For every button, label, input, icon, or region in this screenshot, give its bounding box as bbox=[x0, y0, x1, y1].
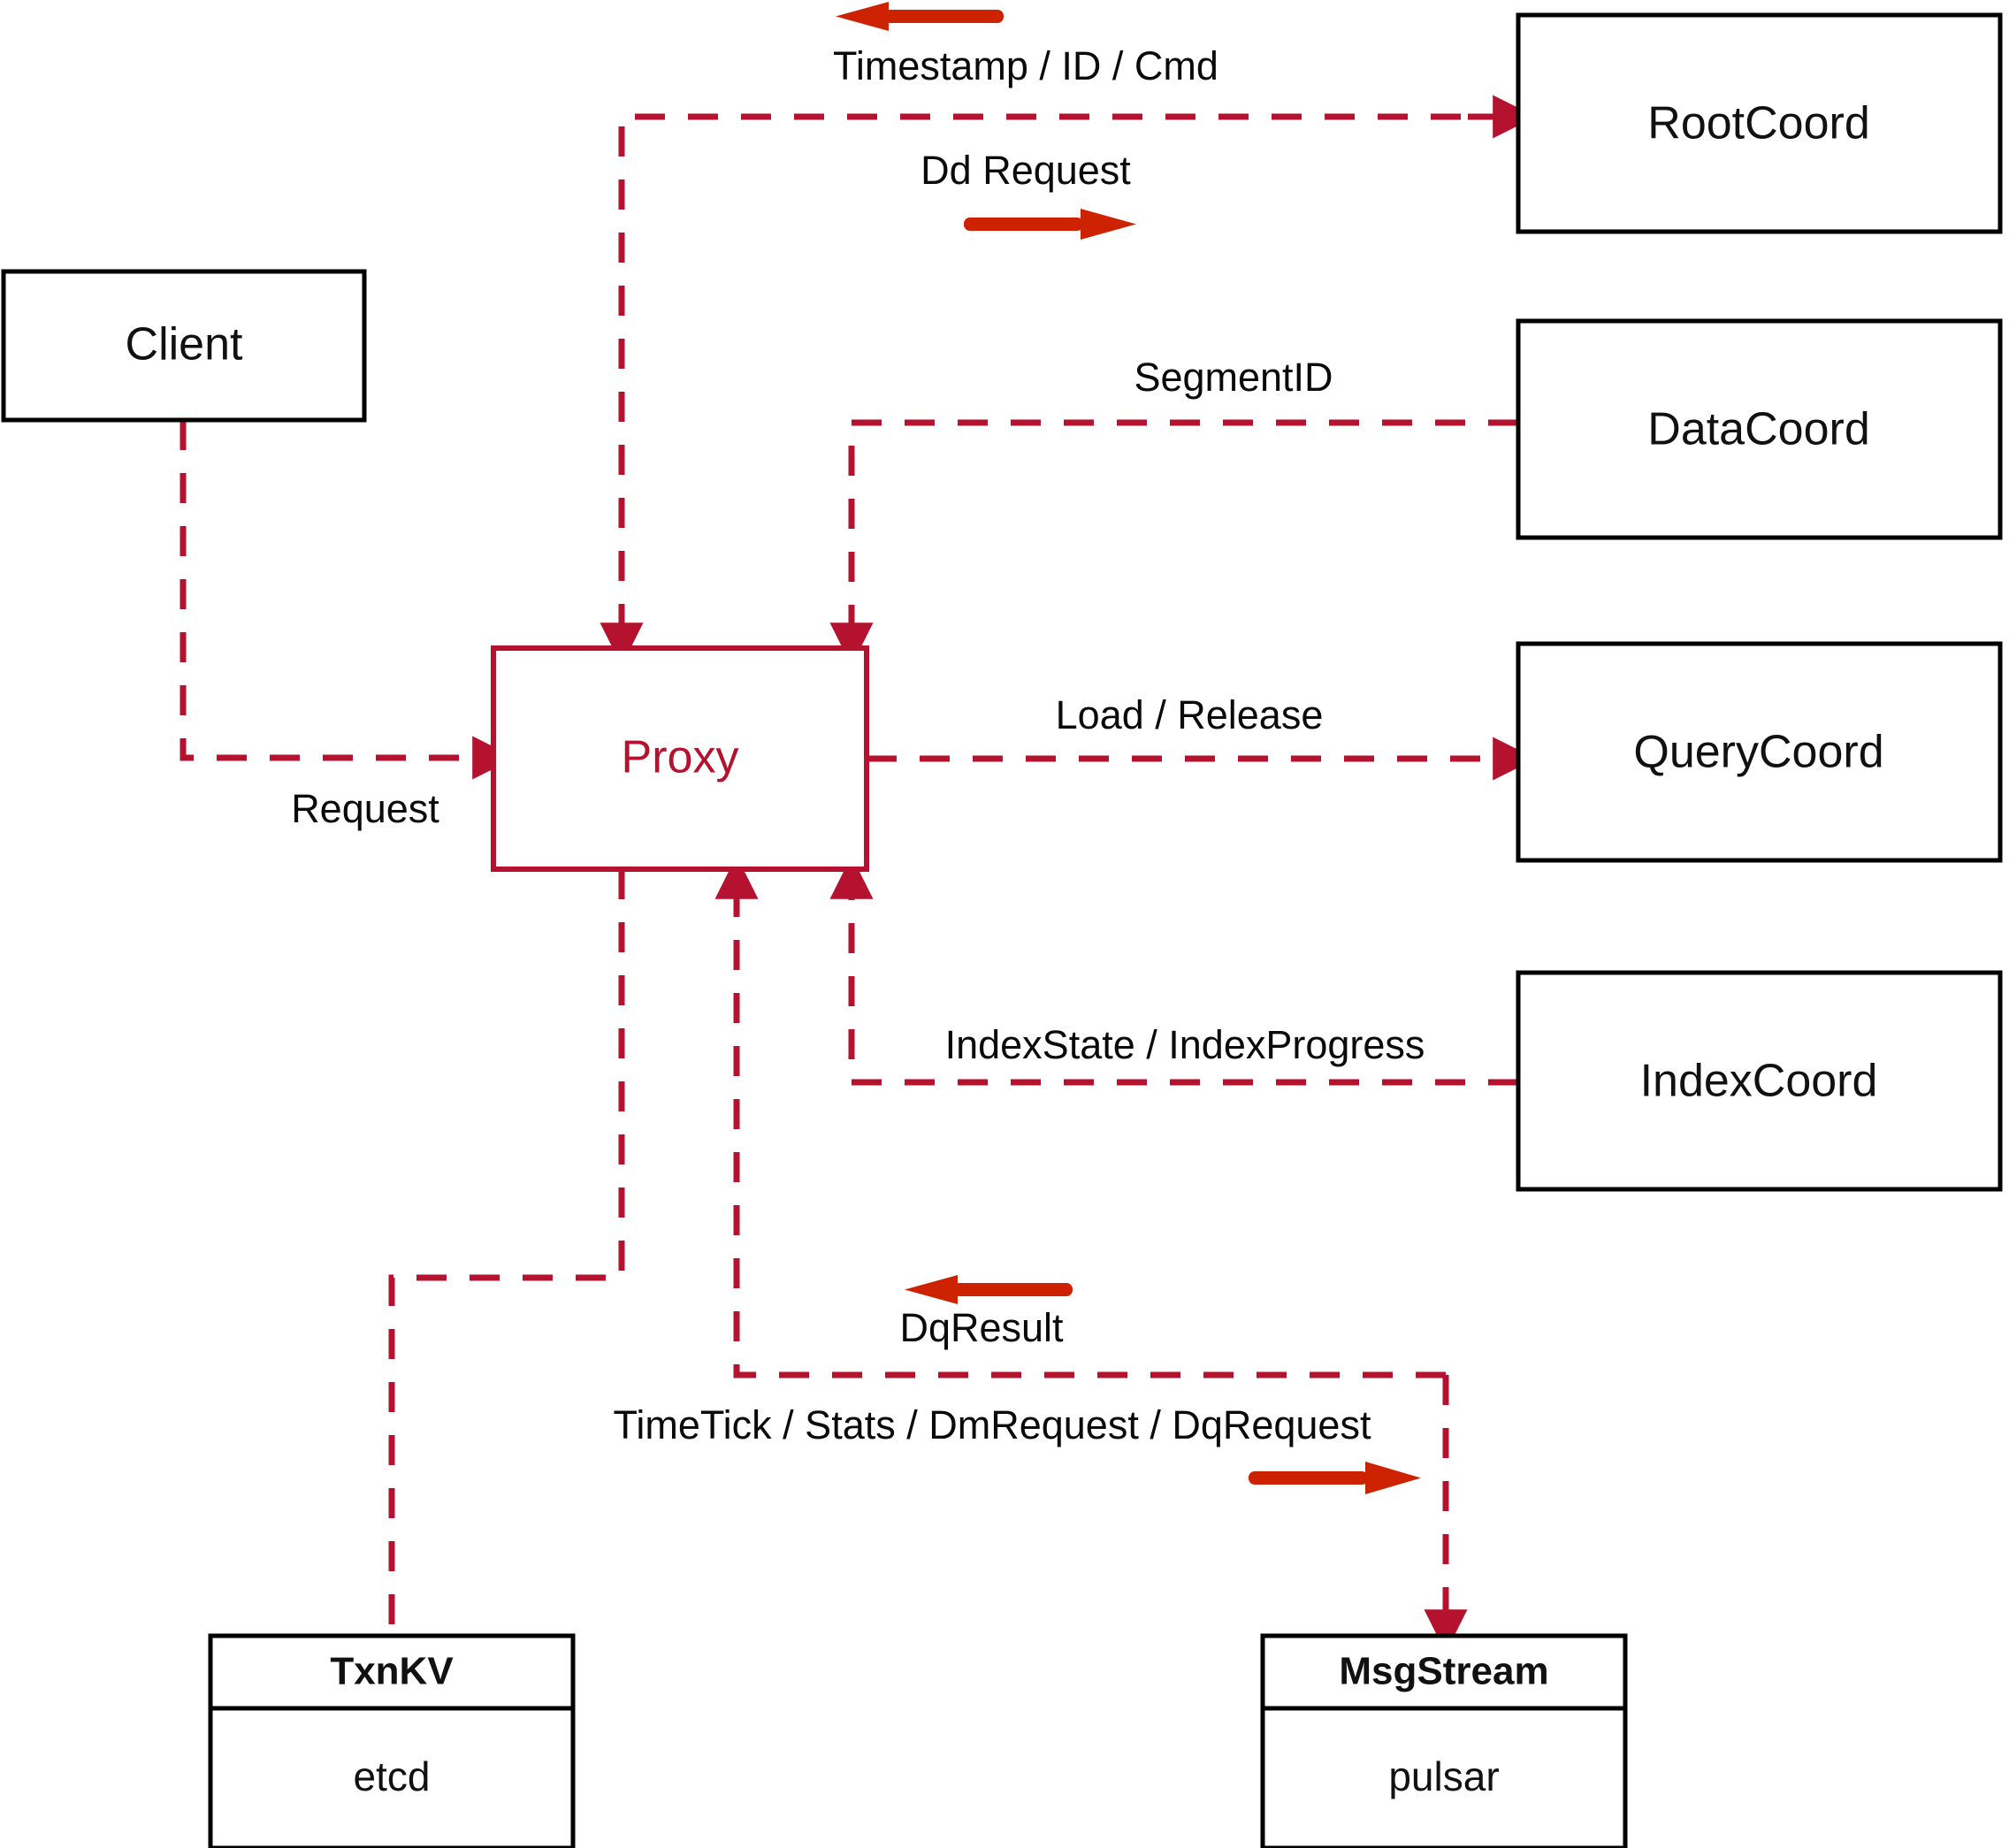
edge-msgstream-dqresult bbox=[714, 855, 1446, 1378]
edge-datacoord-segmentid bbox=[829, 419, 1518, 667]
edge-label-dqresult: DqResult bbox=[899, 1305, 1064, 1350]
node-querycoord[interactable]: QueryCoord bbox=[1516, 641, 2003, 863]
node-txnkv[interactable]: TxnKV etcd bbox=[208, 1633, 576, 1848]
edge-label-indexstate: IndexState / IndexProgress bbox=[945, 1022, 1425, 1067]
edge-indexcoord-state bbox=[829, 855, 1518, 1086]
node-rootcoord-label: RootCoord bbox=[1647, 98, 1869, 149]
node-msgstream-impl: pulsar bbox=[1388, 1753, 1499, 1799]
edge-label-timetick-stats: TimeTick / Stats / DmRequest / DqRequest bbox=[614, 1402, 1371, 1447]
node-indexcoord-label: IndexCoord bbox=[1640, 1056, 1878, 1107]
node-txnkv-title: TxnKV bbox=[330, 1650, 454, 1693]
emphasis-arrow-left-dqresult bbox=[905, 1275, 1073, 1304]
node-client-label: Client bbox=[126, 319, 243, 370]
edge-rootcoord-reply bbox=[600, 113, 1514, 667]
emphasis-arrow-right-dqrequest bbox=[1249, 1462, 1421, 1494]
node-datacoord[interactable]: DataCoord bbox=[1516, 318, 2003, 540]
node-indexcoord[interactable]: IndexCoord bbox=[1516, 970, 2003, 1192]
emphasis-arrow-right-ddrequest bbox=[964, 209, 1136, 240]
node-querycoord-label: QueryCoord bbox=[1633, 727, 1883, 778]
node-client[interactable]: Client bbox=[1, 269, 367, 423]
node-rootcoord[interactable]: RootCoord bbox=[1516, 12, 2003, 234]
edge-label-request: Request bbox=[291, 786, 439, 831]
node-proxy[interactable]: Proxy bbox=[491, 645, 869, 872]
edge-label-load-release: Load / Release bbox=[1056, 692, 1324, 737]
node-proxy-label: Proxy bbox=[622, 732, 739, 783]
node-msgstream-title: MsgStream bbox=[1339, 1650, 1548, 1693]
node-datacoord-label: DataCoord bbox=[1647, 404, 1869, 455]
edge-client-request bbox=[180, 420, 516, 780]
emphasis-arrow-left-timestamp bbox=[836, 2, 1004, 31]
node-txnkv-impl: etcd bbox=[354, 1753, 431, 1799]
node-msgstream[interactable]: MsgStream pulsar bbox=[1260, 1633, 1628, 1848]
edge-label-dd-request: Dd Request bbox=[920, 148, 1131, 193]
edge-label-timestamp-id-cmd: Timestamp / ID / Cmd bbox=[833, 43, 1218, 88]
edge-txnkv-link bbox=[388, 869, 625, 1636]
edge-label-segmentid: SegmentID bbox=[1134, 355, 1333, 400]
